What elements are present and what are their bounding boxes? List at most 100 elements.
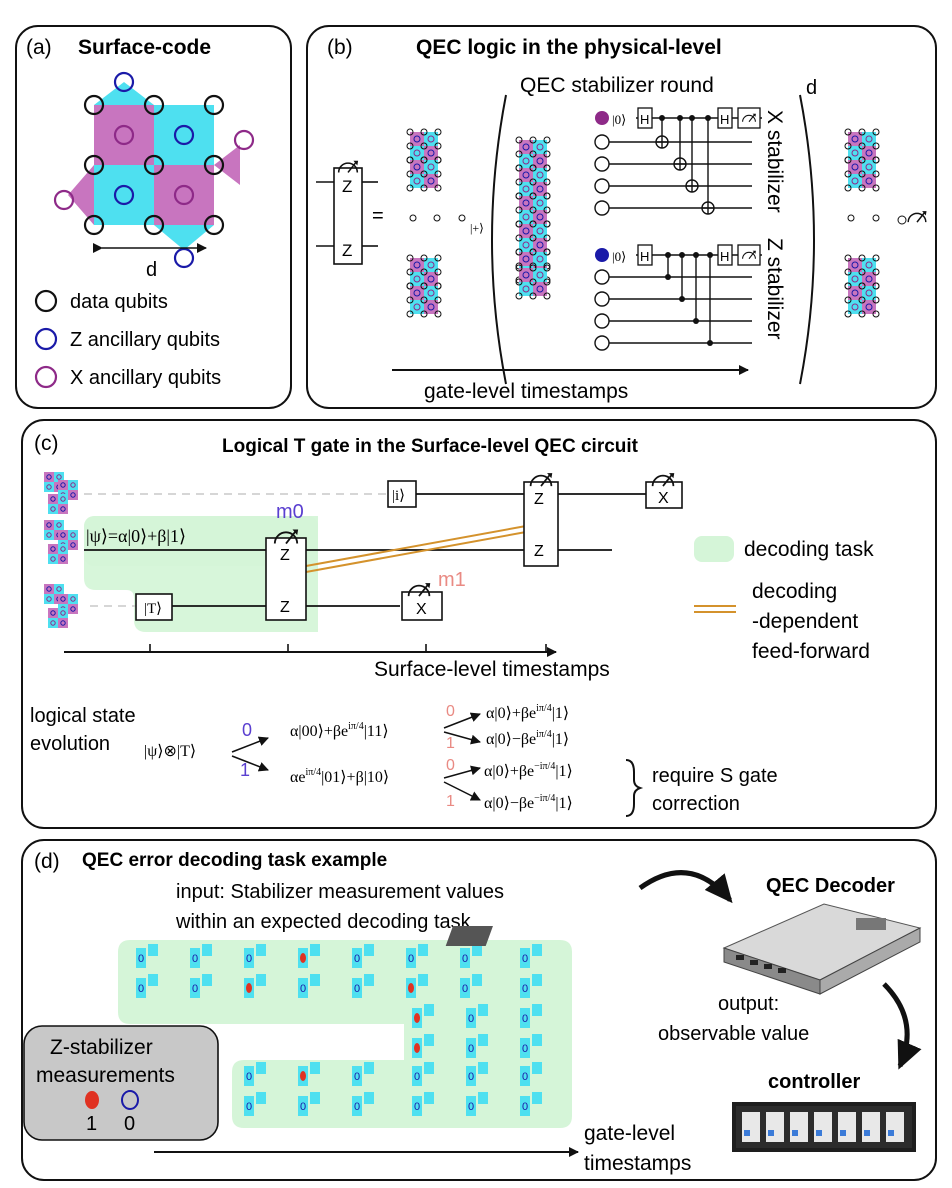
- require-line-1: require S gate: [652, 765, 778, 787]
- measurement-1-label: 1: [86, 1113, 97, 1135]
- syndrome-value-1: [414, 1013, 420, 1023]
- syndrome-value-0: 0: [414, 1101, 420, 1113]
- output-line-1: output:: [718, 993, 779, 1015]
- panel-b: (b) QEC logic in the physical-level Z Z …: [306, 25, 937, 409]
- syndrome-value-0: 0: [246, 953, 252, 965]
- two-patch-left: |+⟩: [406, 128, 484, 318]
- controller-label: controller: [768, 1071, 860, 1093]
- syndrome-value-0: 0: [468, 1071, 474, 1083]
- sub-arrow-3: [443, 765, 481, 779]
- output-line-2: observable value: [658, 1023, 809, 1045]
- syndrome-cell: 0: [244, 1062, 266, 1086]
- panel-a-title: Surface-code: [78, 36, 211, 59]
- feed-forward-line-2: [305, 531, 527, 573]
- input-arrow: [638, 870, 733, 904]
- syndrome-cell: 0: [466, 1092, 488, 1116]
- syndrome-cell: 0: [466, 1004, 488, 1028]
- state-a: α|00⟩+βeiπ/4|11⟩: [290, 721, 389, 740]
- sub-arrow-2: [443, 731, 481, 745]
- syndrome-cell: 0: [244, 944, 266, 968]
- syndrome-cell: 0: [520, 1004, 542, 1028]
- panel-d-timestamps-1: gate-level: [584, 1122, 675, 1145]
- require-line-2: correction: [652, 793, 740, 815]
- syndrome-value-0: 0: [468, 1043, 474, 1055]
- syndrome-cell: [298, 944, 320, 968]
- outcome-2: α|0⟩−βeiπ/4|1⟩: [486, 729, 569, 748]
- m1-label: m1: [438, 569, 466, 591]
- sub-branch-0b: 0: [446, 757, 455, 774]
- syndrome-cell: 0: [244, 1092, 266, 1116]
- two-patch-right: [844, 128, 928, 318]
- syndrome-cell: 0: [520, 944, 542, 968]
- psi-state: |ψ⟩=α|0⟩+β|1⟩: [86, 526, 186, 546]
- z-h-gate-1: H: [640, 249, 649, 264]
- evolution-input: |ψ⟩⊗|T⟩: [144, 743, 196, 760]
- syndrome-value-0: 0: [522, 983, 528, 995]
- z-stabilizer-label: Z stabilizer: [763, 238, 786, 340]
- z-h-gate-2: H: [720, 249, 729, 264]
- syndrome-cell: 0: [520, 974, 542, 998]
- zz-measure-box: [265, 537, 307, 621]
- state-b: αeiπ/4|01⟩+β|10⟩: [290, 767, 389, 786]
- legend-z-ancilla-icon: [34, 327, 58, 351]
- syndrome-value-0: 0: [522, 953, 528, 965]
- z-stabilizer-box: [23, 1025, 219, 1141]
- legend-data-qubit-icon: [34, 289, 58, 313]
- panel-a-tag: (a): [26, 36, 52, 59]
- syndrome-value-0: 0: [462, 953, 468, 965]
- logical-z-measurement: Z Z: [316, 160, 378, 265]
- syndrome-value-1: [414, 1043, 420, 1053]
- syndrome-cell: [412, 1004, 434, 1028]
- panel-b-tag: (b): [327, 36, 353, 59]
- panel-b-timestamps: gate-level timestamps: [424, 380, 628, 403]
- legend-decoding-task: decoding task: [744, 538, 874, 561]
- outcome-1: α|0⟩+βeiπ/4|1⟩: [486, 703, 569, 722]
- circuit-wires: [84, 493, 646, 607]
- measurement-0-label: 0: [124, 1113, 135, 1135]
- sub-branch-0a: 0: [446, 703, 455, 720]
- measurement-1-icon: [85, 1091, 99, 1109]
- z-stabilizer-box-line-2: measurements: [36, 1064, 175, 1087]
- zz-gate-top: Z: [280, 547, 290, 564]
- syndrome-value-0: 0: [522, 1101, 528, 1113]
- m0-label: m0: [276, 501, 304, 523]
- syndrome-cell: 0: [190, 944, 212, 968]
- syndrome-value-0: 0: [354, 953, 360, 965]
- syndrome-cell: 0: [520, 1034, 542, 1058]
- syndrome-cell: 0: [352, 944, 374, 968]
- syndrome-cell: 0: [190, 974, 212, 998]
- panel-a-frame: [15, 25, 292, 409]
- syndrome-cell: 0: [406, 944, 428, 968]
- sub-branch-1a: 1: [446, 735, 455, 752]
- x-measure-box-2: [645, 481, 683, 509]
- syndrome-cell: 0: [298, 974, 320, 998]
- syndrome-cell: 0: [352, 1062, 374, 1086]
- outcome-3: α|0⟩+βe−iπ/4|1⟩: [484, 761, 573, 780]
- syndrome-cell: [298, 1062, 320, 1086]
- syndrome-value-0: 0: [138, 983, 144, 995]
- z-stabilizer-circuit: |0⟩ H H: [594, 244, 762, 351]
- panel-d-frame: [21, 839, 937, 1181]
- branch-arrow-up: [231, 736, 269, 753]
- evolution-label-1: logical state: [30, 705, 136, 727]
- panel-b-title: QEC logic in the physical-level: [416, 36, 722, 59]
- gate-z-top: Z: [342, 177, 352, 196]
- syndrome-value-0: 0: [354, 1101, 360, 1113]
- stabilizer-round-label: QEC stabilizer round: [520, 74, 714, 97]
- syndrome-value-0: 0: [246, 1071, 252, 1083]
- panel-b-frame: [306, 25, 937, 409]
- panel-c-tag: (c): [34, 432, 59, 455]
- syndrome-value-0: 0: [354, 1071, 360, 1083]
- syndrome-value-0: 0: [522, 1071, 528, 1083]
- zz2-gate-bottom: Z: [534, 543, 544, 560]
- zz-measure-box-2: [523, 481, 559, 567]
- syndrome-cell: 0: [352, 974, 374, 998]
- syndrome-value-0: 0: [354, 983, 360, 995]
- x-stabilizer-label: X stabilizer: [763, 110, 786, 213]
- syndrome-value-0: 0: [522, 1013, 528, 1025]
- controller-image: [732, 1102, 916, 1152]
- syndrome-task-region: [118, 940, 572, 1128]
- syndrome-cell: [412, 1034, 434, 1058]
- syndrome-value-1: [246, 983, 252, 993]
